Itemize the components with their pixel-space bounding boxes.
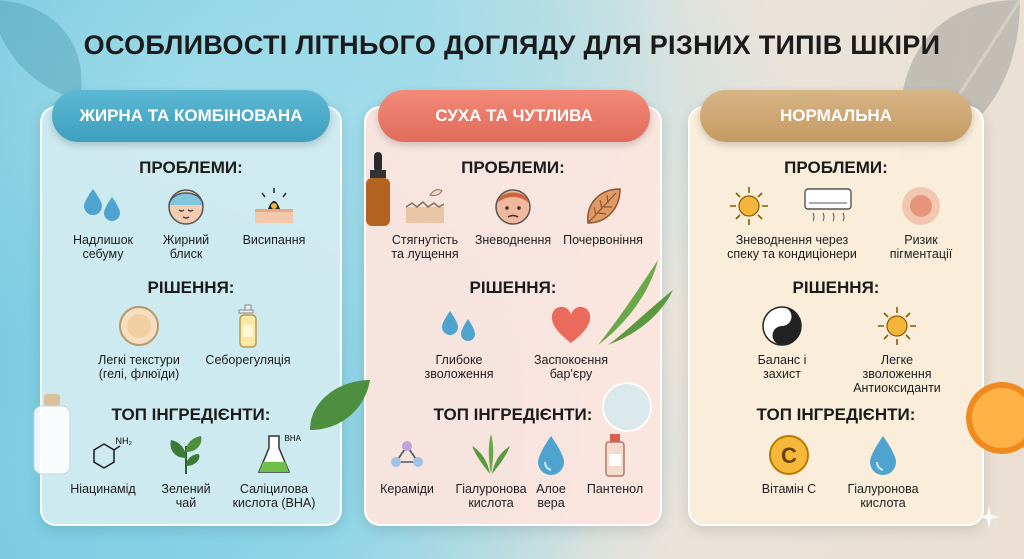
orange-slice-decoration [966,382,1024,454]
drop-icon [860,432,906,478]
sun-icon [874,303,920,349]
oily-solution-sebum-regulation: Себорегуляція [193,303,303,367]
flask-icon: BHA [251,432,301,478]
page-title: ОСОБЛИВОСТІ ЛІТНЬОГО ДОГЛЯДУ ДЛЯ РІЗНИХ … [83,30,941,60]
aloe-leaves-decoration [598,260,673,345]
oily-ingredient-niacinamide: NH₂ Ніацинамід [48,432,158,496]
normal-ingredient-vitamin-c: C Вітамін С [734,432,844,496]
normal-solutions-heading: РІШЕННЯ: [792,278,880,297]
normal-ingredient-hyaluronic-acid: Гіалуронова кислота [828,432,938,510]
vitamin-c-icon: C [766,432,812,478]
monstera-leaf-left-decoration [0,0,82,100]
oily-solution-light-textures: Легкі текстури (гелі, флюїди) [84,303,194,381]
sparkle-decoration [977,505,1001,529]
ceramide-molecule-icon [384,432,430,478]
flaky-skin-icon [402,183,448,229]
yin-yang-icon [759,303,805,349]
sun-and-ac-icon [727,183,857,229]
serum-glass-bottle-decoration [33,394,71,475]
drops-icon [436,303,482,349]
serum-dropper-bottle-decoration [366,152,390,226]
oily-ingredients-heading: ТОП ІНГРЕДІЄНТИ: [111,405,271,424]
nh2-label: NH₂ [115,436,133,446]
green-tea-leaves-decoration [310,380,370,430]
heart-icon [548,303,594,349]
oily-ingredient-salicylic-acid: BHA Саліцилова кислота (BHA) [232,432,316,510]
dry-problem-redness: Почервоніння [548,183,658,247]
face-shine-icon [163,183,209,229]
oily-problem-oily-shine: Жирний блиск [131,183,241,261]
normal-problem-pigmentation: Ризик пігментації [866,183,976,261]
oily-skin-panel [40,106,342,526]
sad-face-icon [490,183,536,229]
normal-problems-heading: ПРОБЛЕМИ: [784,158,888,177]
pump-bottle-icon [225,303,271,349]
dry-leaf-icon [580,183,626,229]
pore-breakout-icon [251,183,297,229]
dry-solution-barrier-soothing: Заспокоєння бар'єру [516,303,626,381]
oily-problem-excess-sebum: Надлишок себуму [48,183,158,261]
drops-icon [80,183,126,229]
cushion-compact-icon [116,303,162,349]
normal-ingredients-heading: ТОП ІНГРЕДІЄНТИ: [756,405,916,424]
normal-skin-panel [688,106,984,526]
pigment-spot-icon [898,183,944,229]
gel-bubble-decoration [602,382,652,432]
drop-icon [528,432,574,478]
dry-solution-deep-hydration: Глибоке зволоження [404,303,514,381]
dry-ingredients-heading: ТОП ІНГРЕДІЄНТИ: [433,405,593,424]
normal-solution-light-hydration: Легке зволоження Антиоксиданти [842,303,952,395]
oily-skin-header: ЖИРНА ТА КОМБІНОВАНА [52,90,330,142]
oily-ingredient-green-tea: Зелений чай [131,432,241,510]
bha-label: BHA [284,434,301,443]
dry-problem-dehydration: Зневоднення [458,183,568,247]
dry-ingredient-ceramides: Кераміди [352,432,462,496]
dry-problem-tightness: Стягнутість та лущення [370,183,480,261]
dry-ingredient-hyaluronic-acid: Гіалуронова кислота [436,432,546,510]
dry-ingredient-aloe-vera: Алое вера [496,432,606,510]
dry-problems-heading: ПРОБЛЕМИ: [461,158,565,177]
niacinamide-molecule-icon: NH₂ [80,432,132,478]
aloe-plant-icon [468,432,514,478]
oily-problem-breakouts: Висипання [219,183,329,247]
dry-ingredient-panthenol: Пантенол [560,432,670,496]
bottle-icon [592,432,638,478]
dry-solutions-heading: РІШЕННЯ: [469,278,557,297]
oily-solutions-heading: РІШЕННЯ: [147,278,235,297]
oily-problems-heading: ПРОБЛЕМИ: [139,158,243,177]
vitamin-c-letter: C [781,443,797,468]
normal-skin-header: НОРМАЛЬНА [700,90,972,142]
dry-skin-header: СУХА ТА ЧУТЛИВА [378,90,650,142]
tea-leaves-icon [163,432,209,478]
normal-problem-dehydration-heat: Зневоднення через спеку та кондиціонери [712,183,872,261]
normal-solution-balance: Баланс і захист [727,303,837,381]
